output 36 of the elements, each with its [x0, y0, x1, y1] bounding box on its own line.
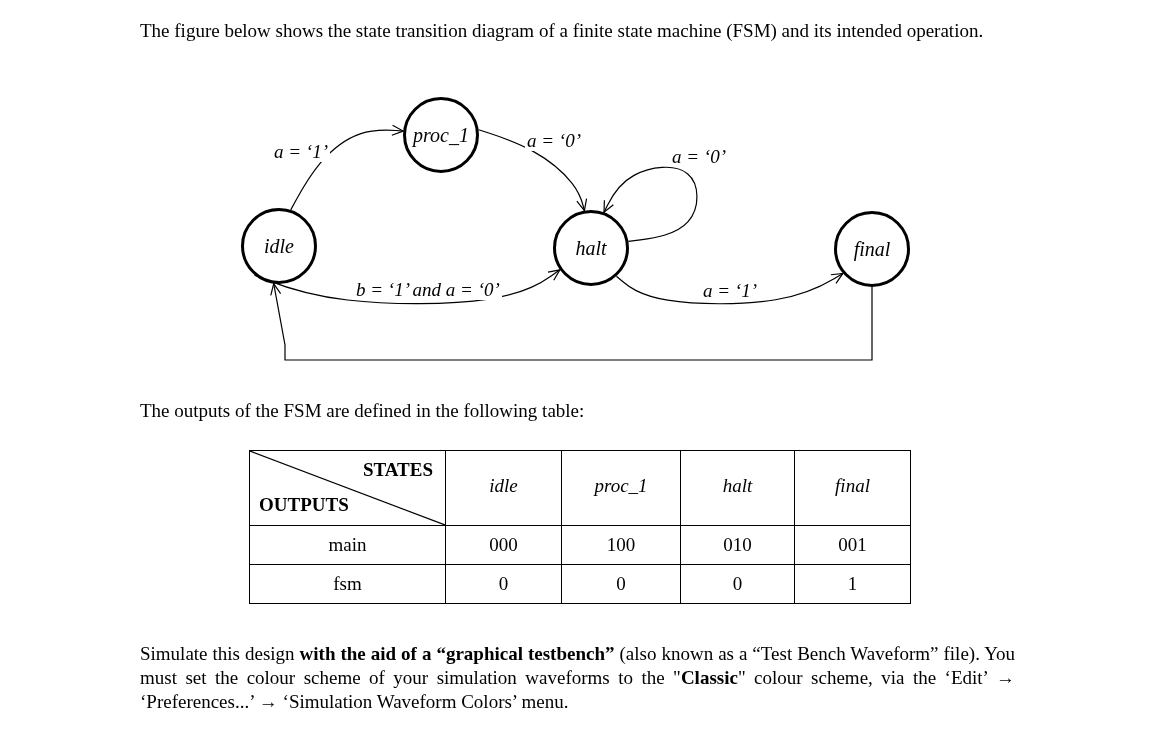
output-name: fsm	[333, 573, 362, 595]
state-circle	[241, 208, 317, 284]
column-header: STATES	[362, 459, 433, 481]
state-header: final	[835, 475, 870, 497]
output-value: 001	[838, 534, 867, 556]
state-circle	[403, 97, 479, 173]
edge-label: b = ‘1’ and a = ‘0’	[354, 280, 502, 300]
output-value: 000	[489, 534, 518, 556]
output-value: 0	[732, 573, 743, 595]
state-name: halt	[575, 236, 607, 260]
state-header: proc_1	[594, 475, 648, 497]
output-value: 100	[606, 534, 636, 556]
state-header: idle	[489, 475, 518, 497]
edge-label: a = ‘0’	[525, 131, 583, 151]
state-circle	[553, 210, 629, 286]
output-value: 0	[616, 573, 626, 595]
paragraph: The outputs of the FSM are defined in the following table:	[140, 399, 586, 423]
output-name: main	[328, 534, 367, 556]
output-value: 0	[498, 573, 509, 595]
transition-arrow	[478, 129, 588, 212]
paragraph: Simulate this design with the aid of a “graphical testbench” (also known as a “Test Bench Waveform” file). You must set the colour scheme of your simulation waveforms to the "Classic" colour scheme, via the ‘Edit’ → ‘Preferences...’ → ‘Simulation Waveform Colors’ menu.	[140, 642, 1015, 714]
transition-arrow	[615, 272, 844, 305]
transition-arrow	[603, 166, 698, 242]
transition-arrow	[253, 269, 561, 305]
output-value: 1	[847, 573, 858, 595]
row-header: OUTPUTS	[259, 494, 349, 516]
paragraph: The figure below shows the state transition diagram of a finite state machine (FSM) and its intended operation.	[140, 19, 985, 43]
state-name: final	[853, 237, 891, 261]
state-circle	[834, 211, 910, 287]
state-name: proc_1	[413, 123, 469, 147]
transition-arrow	[290, 124, 404, 211]
state-name: idle	[264, 234, 294, 258]
output-value: 010	[723, 534, 752, 556]
state-header: halt	[722, 475, 753, 497]
transition-arrow	[270, 283, 873, 361]
edge-label: a = ‘1’	[272, 142, 330, 162]
